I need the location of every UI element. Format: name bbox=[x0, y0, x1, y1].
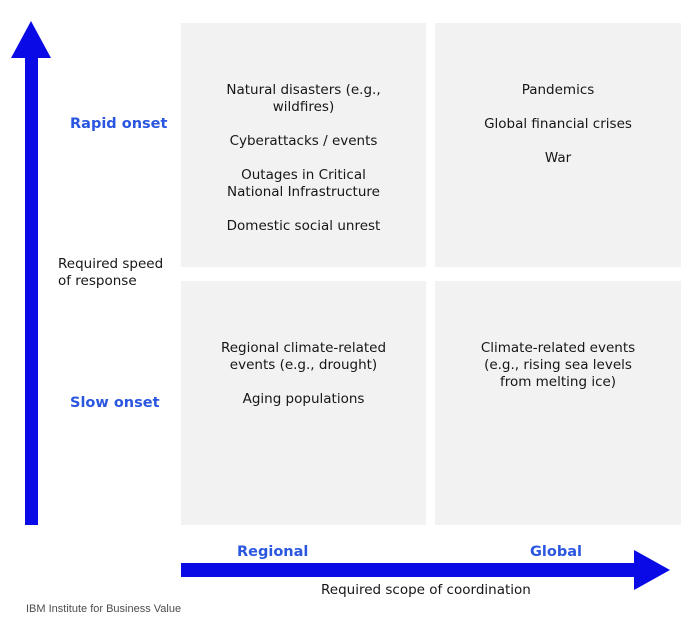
quadrant-items: Climate-related events (e.g., rising sea… bbox=[435, 340, 681, 408]
quadrant-slow-global: Climate-related events (e.g., rising sea… bbox=[435, 281, 681, 525]
quadrant-item: Aging populations bbox=[242, 391, 365, 407]
quadrant-slow-regional: Regional climate-related events (e.g., d… bbox=[181, 281, 426, 525]
x-axis-shaft bbox=[181, 563, 637, 577]
y-axis-shaft bbox=[25, 56, 38, 525]
slow-onset-label: Slow onset bbox=[70, 395, 160, 411]
quadrant-item: Climate-related events (e.g., rising sea… bbox=[480, 340, 636, 390]
rapid-onset-label: Rapid onset bbox=[70, 116, 168, 132]
quadrant-item: Cyberattacks / events bbox=[229, 133, 378, 149]
quadrant-item: Outages in Critical National Infrastruct… bbox=[227, 167, 380, 200]
source-credit: IBM Institute for Business Value bbox=[26, 603, 182, 615]
quadrant-item: Regional climate-related events (e.g., d… bbox=[220, 340, 387, 373]
quadrant-items: Natural disasters (e.g., wildfires) Cybe… bbox=[181, 82, 426, 252]
y-axis-title: Required speed of response bbox=[58, 256, 164, 289]
quadrant-item: War bbox=[544, 150, 572, 166]
quadrant-rapid-global: Pandemics Global financial crises War bbox=[435, 23, 681, 267]
quadrant-item: Natural disasters (e.g., wildfires) bbox=[226, 82, 381, 115]
quadrant-items: Regional climate-related events (e.g., d… bbox=[181, 340, 426, 425]
quadrant-item: Domestic social unrest bbox=[226, 218, 381, 234]
quadrant-rapid-regional: Natural disasters (e.g., wildfires) Cybe… bbox=[181, 23, 426, 267]
quadrant-item: Pandemics bbox=[521, 82, 595, 98]
global-label: Global bbox=[530, 544, 582, 560]
x-axis-arrowhead bbox=[634, 550, 670, 590]
x-axis-title: Required scope of coordination bbox=[321, 582, 531, 598]
regional-label: Regional bbox=[237, 544, 309, 560]
y-axis-arrowhead bbox=[11, 21, 51, 58]
quadrant-item: Global financial crises bbox=[484, 116, 632, 132]
quadrant-items: Pandemics Global financial crises War bbox=[435, 82, 681, 184]
